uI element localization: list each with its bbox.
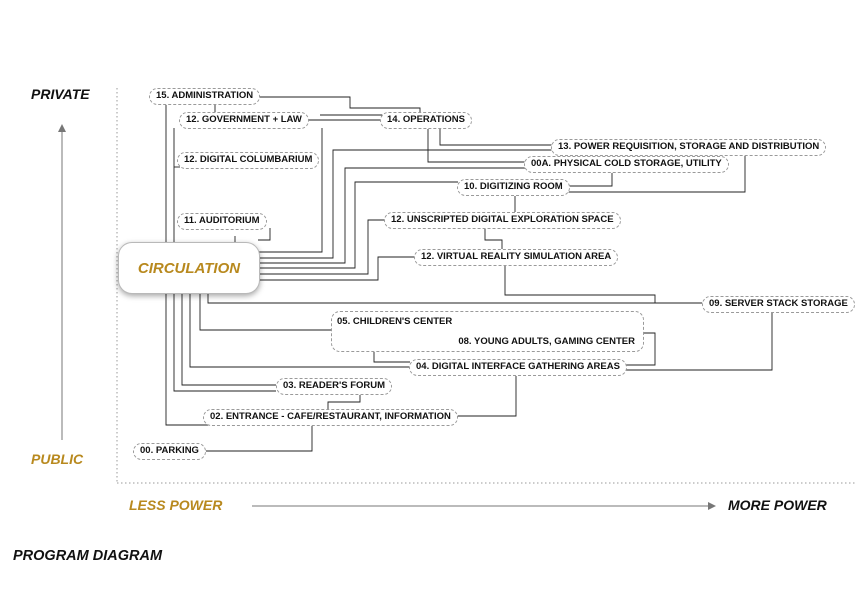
diagram-caption: PROGRAM DIAGRAM — [13, 548, 163, 564]
node-parking: 00. PARKING — [133, 443, 206, 460]
axis-label-public: PUBLIC — [31, 451, 84, 467]
node-administration: 15. ADMINISTRATION — [149, 88, 261, 105]
node-childrens-center: 05. CHILDREN'S CENTER — [337, 316, 453, 327]
node-digital-interface: 04. DIGITAL INTERFACE GATHERING AREAS — [409, 359, 627, 376]
connector-lines — [165, 96, 773, 452]
axis-label-less-power: LESS POWER — [129, 497, 223, 513]
node-operations: 14. OPERATIONS — [380, 112, 472, 129]
node-virtual-reality: 12. VIRTUAL REALITY SIMULATION AREA — [414, 249, 619, 266]
node-government-law: 12. GOVERNMENT + LAW — [179, 112, 309, 129]
circulation-hub: CIRCULATION — [118, 242, 260, 294]
node-server-stack: 09. SERVER STACK STORAGE — [702, 296, 855, 313]
node-entrance: 02. ENTRANCE - CAFE/RESTAURANT, INFORMAT… — [203, 409, 458, 426]
node-readers-forum: 03. READER'S FORUM — [276, 378, 393, 395]
node-auditorium: 11. AUDITORIUM — [177, 213, 267, 230]
node-power-requisition: 13. POWER REQUISITION, STORAGE AND DISTR… — [551, 139, 827, 156]
node-young-adults-gaming: 08. YOUNG ADULTS, GAMING CENTER — [458, 336, 635, 347]
node-digitizing-room: 10. DIGITIZING ROOM — [457, 179, 570, 196]
node-physical-cold-storage: 00A. PHYSICAL COLD STORAGE, UTILITY — [524, 156, 729, 173]
node-digital-columbarium: 12. DIGITAL COLUMBARIUM — [177, 152, 320, 169]
axis-label-more-power: MORE POWER — [728, 497, 827, 513]
axis-label-private: PRIVATE — [31, 86, 90, 102]
node-unscripted-exploration: 12. UNSCRIPTED DIGITAL EXPLORATION SPACE — [384, 212, 621, 229]
node-children-gaming: 05. CHILDREN'S CENTER 08. YOUNG ADULTS, … — [331, 311, 644, 352]
